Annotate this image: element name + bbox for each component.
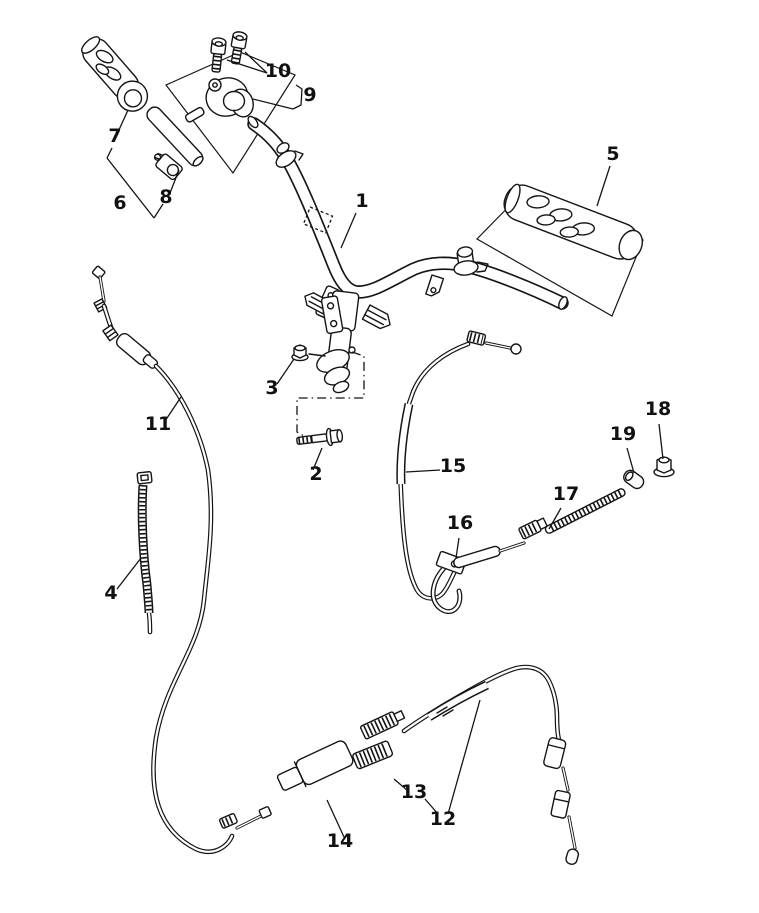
cable-clamp-8 — [153, 152, 183, 181]
part-callout-4: 4 — [104, 582, 117, 604]
left-grip — [80, 36, 149, 112]
leader-line-10 — [244, 51, 268, 74]
part-callout-11: 11 — [145, 413, 171, 435]
steering-stem — [304, 290, 391, 394]
part-callout-14: 14 — [327, 830, 353, 852]
handlebar — [246, 115, 569, 319]
part-callout-15: 15 — [440, 455, 466, 477]
handlebar-right-end — [558, 296, 568, 310]
clamp-position-marker — [302, 206, 334, 234]
right-grip — [503, 183, 644, 261]
leader-line-15 — [405, 469, 441, 473]
lever-holder-9 — [184, 77, 254, 123]
part-callout-3: 3 — [265, 377, 278, 399]
part-callout-18: 18 — [645, 398, 671, 420]
leader-line-11 — [164, 396, 182, 422]
part-callout-16: 16 — [447, 512, 473, 534]
part-callout-2: 2 — [309, 463, 322, 485]
hook-tab — [425, 274, 445, 297]
part-callout-19: 19 — [610, 423, 636, 445]
leader-line-12 — [447, 699, 481, 815]
handlebar-left-end — [247, 115, 259, 129]
part-callout-13: 13 — [401, 781, 427, 803]
leader-line-7 — [106, 147, 113, 159]
leader-line-3 — [276, 358, 295, 385]
cable-end-ball — [510, 343, 522, 355]
leader-line-18 — [658, 423, 664, 460]
cable-15 — [400, 330, 522, 599]
adjuster-nut-18 — [653, 456, 675, 478]
flange-nut-3 — [291, 344, 326, 362]
leader-line-5 — [596, 165, 611, 207]
leader-line-6 — [106, 157, 155, 219]
cable-11 — [91, 265, 272, 852]
leader-line-14 — [326, 799, 345, 838]
part-callout-7: 7 — [108, 125, 121, 147]
leader-line-2 — [312, 447, 323, 471]
part-callout-1: 1 — [355, 190, 368, 212]
part-callout-12: 12 — [430, 808, 456, 830]
part-callout-9: 9 — [303, 84, 316, 106]
leader-line-7 — [117, 109, 129, 133]
rubber-boot-14 — [276, 740, 354, 791]
leader-line-13 — [393, 778, 409, 792]
cable-joint-13 — [352, 710, 406, 770]
handlebar-right-boss — [453, 246, 489, 276]
holder-bolts-10 — [210, 31, 248, 73]
cable-joint-19 — [623, 469, 645, 490]
leader-line-16 — [455, 537, 460, 559]
left-bar-tube — [146, 106, 204, 167]
part-callout-5: 5 — [606, 143, 619, 165]
leader-line-9 — [292, 84, 303, 110]
handlebar-left-boss — [275, 142, 304, 168]
part-callout-17: 17 — [553, 483, 579, 505]
leader-line-17 — [548, 507, 562, 530]
part-callout-10: 10 — [265, 60, 291, 82]
leader-line-1 — [340, 212, 357, 249]
leader-line-8 — [169, 169, 180, 194]
leader-line-19 — [626, 447, 635, 474]
stem-plate — [320, 295, 344, 335]
cable-tie-4 — [136, 471, 152, 635]
part-callout-8: 8 — [159, 186, 172, 208]
threaded-cable-end-17 — [453, 488, 626, 569]
cable-12 — [404, 667, 580, 865]
bolt-routing-line — [296, 351, 365, 437]
leader-line-6 — [153, 203, 164, 219]
leader-line-9 — [252, 98, 294, 110]
leader-line-12 — [424, 798, 439, 815]
leader-line-10 — [226, 59, 268, 74]
flange-bolt-2 — [296, 427, 344, 447]
leader-line-4 — [116, 557, 142, 590]
part-callout-6: 6 — [113, 192, 126, 214]
